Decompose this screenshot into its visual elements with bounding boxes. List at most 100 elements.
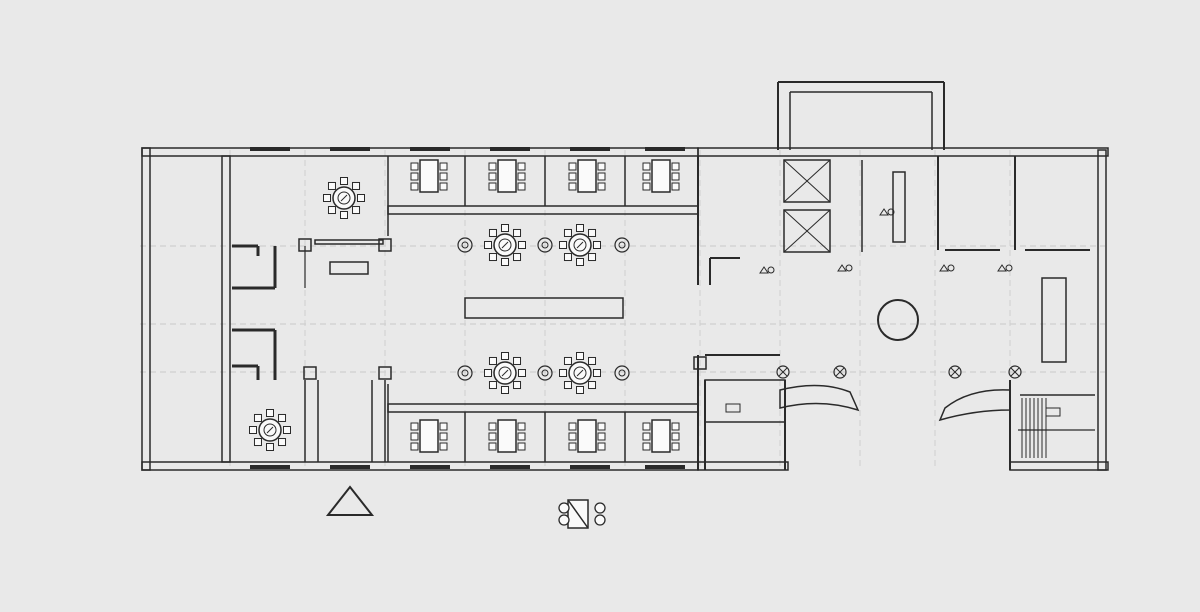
window: [570, 147, 610, 151]
table-top: [577, 159, 597, 193]
chair: [576, 224, 584, 232]
window: [250, 465, 290, 469]
chair: [518, 369, 526, 377]
chair: [518, 241, 526, 249]
chair: [568, 442, 577, 451]
chair: [517, 422, 526, 431]
room-symbol: [1045, 407, 1061, 417]
chair: [327, 206, 336, 215]
chair: [253, 438, 262, 447]
chair: [352, 181, 361, 190]
chair: [488, 356, 497, 365]
rect-table: [488, 159, 526, 193]
chair: [517, 182, 526, 191]
chair: [410, 172, 419, 181]
window: [330, 147, 370, 151]
chair: [501, 224, 509, 232]
chair: [517, 162, 526, 171]
chair: [642, 162, 651, 171]
wall-segment: [1097, 149, 1107, 471]
chair: [563, 356, 572, 365]
window: [570, 465, 610, 469]
chair: [327, 181, 336, 190]
table-mark: [340, 194, 348, 202]
square-column: [693, 356, 707, 370]
table-mark: [576, 369, 584, 377]
chair: [283, 426, 291, 434]
chair: [642, 172, 651, 181]
chair: [559, 369, 567, 377]
walls: [141, 81, 1109, 471]
table-mark: [501, 241, 509, 249]
circle-column: [537, 365, 553, 381]
logo-seat: [594, 514, 606, 526]
fixture: [837, 264, 853, 272]
fixture-shape: [837, 264, 847, 272]
chair: [568, 172, 577, 181]
chair: [568, 162, 577, 171]
table-center: [573, 238, 587, 252]
chair: [576, 258, 584, 266]
square-column: [378, 238, 392, 252]
column-core: [541, 369, 549, 377]
chair: [501, 352, 509, 360]
round-table: [484, 224, 526, 266]
chair: [278, 413, 287, 422]
column-core: [461, 241, 469, 249]
chair: [439, 172, 448, 181]
chair: [642, 442, 651, 451]
column-ring: [537, 237, 553, 253]
x-column-ring: [948, 365, 962, 379]
fixture-shape: [1005, 264, 1013, 272]
round-table: [559, 352, 601, 394]
furniture: [249, 159, 1022, 453]
rect-table: [488, 419, 526, 453]
chair: [488, 228, 497, 237]
x-column-ring: [833, 365, 847, 379]
fixture-shape: [767, 266, 775, 274]
chair: [439, 182, 448, 191]
table-top: [497, 159, 517, 193]
chair: [410, 422, 419, 431]
chair: [488, 381, 497, 390]
window: [330, 465, 370, 469]
logo-seat: [558, 502, 570, 514]
chair: [352, 206, 361, 215]
table-center: [573, 366, 587, 380]
chair: [439, 442, 448, 451]
chair: [597, 422, 606, 431]
chair: [266, 443, 274, 451]
table-mark: [266, 426, 274, 434]
x-column: [776, 365, 790, 379]
lift-cross: [783, 209, 831, 253]
table-top: [651, 159, 671, 193]
chair: [593, 369, 601, 377]
x-column-line: [950, 367, 960, 377]
column-ring: [614, 237, 630, 253]
wall-segment: [1009, 461, 1109, 471]
round-table: [249, 409, 291, 451]
column-ring: [457, 365, 473, 381]
chair: [410, 162, 419, 171]
chair: [249, 426, 257, 434]
door-swing: [938, 389, 1011, 422]
wall-segment: [704, 379, 786, 423]
chair: [588, 356, 597, 365]
fixture-shape: [997, 264, 1007, 272]
chair: [410, 442, 419, 451]
chair: [439, 432, 448, 441]
chair: [439, 422, 448, 431]
wall-segment: [1041, 277, 1067, 363]
x-column: [1008, 365, 1022, 379]
chair: [597, 162, 606, 171]
chair: [439, 162, 448, 171]
logo-seat: [594, 502, 606, 514]
chair: [340, 177, 348, 185]
table-top: [419, 159, 439, 193]
table-top: [497, 419, 517, 453]
x-column: [948, 365, 962, 379]
chair: [568, 422, 577, 431]
chair: [484, 241, 492, 249]
chair: [488, 432, 497, 441]
column-ring: [537, 365, 553, 381]
